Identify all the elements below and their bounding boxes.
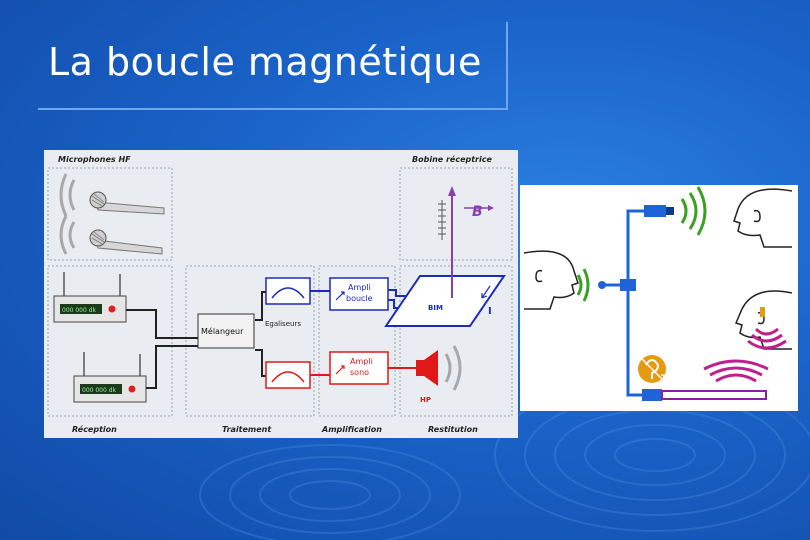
speaker-icon	[416, 350, 438, 386]
t-badge-label: T	[661, 374, 668, 384]
ampli-sono-block	[329, 351, 389, 385]
frame-restitution	[399, 265, 513, 417]
telecoil-t-badge-icon: T	[638, 355, 668, 384]
label-amplification: Amplification	[321, 425, 382, 434]
hf-receiver-top: 000 000 dk	[53, 272, 127, 323]
slide-title: La boucle magnétique	[48, 40, 482, 84]
connector-bottom	[642, 389, 662, 401]
receiver-display-bottom: 000 000 dk	[82, 387, 117, 394]
ampli-boucle-block	[329, 277, 389, 311]
label-bobine: Bobine réceptrice	[412, 154, 492, 164]
current-arrow-icon	[481, 285, 491, 299]
magenta-waves-icon	[747, 327, 787, 350]
microphone-icon	[89, 191, 165, 215]
label-traitement: Traitement	[222, 425, 272, 434]
egaliseurs-label: Egaliseurs	[265, 320, 301, 328]
connector-top	[644, 205, 666, 217]
connector-middle	[620, 279, 636, 291]
title-frame	[38, 22, 508, 110]
bobine-coil-icon	[438, 200, 446, 240]
melangeur-block	[197, 313, 255, 349]
label-microphones: Microphones HF	[58, 155, 131, 164]
ampli-boucle-label-2: boucle	[346, 294, 373, 303]
induction-loop	[384, 275, 506, 327]
frame-microphones	[47, 167, 173, 261]
mic-sound-waves-icon	[59, 173, 76, 255]
current-label: I	[488, 306, 492, 317]
green-waves-icon	[680, 186, 707, 236]
loop-bar	[661, 390, 767, 400]
ampli-sono-label-1: Ampli	[350, 357, 373, 366]
hf-receiver-bottom: 000 000 dk	[73, 352, 147, 403]
system-diagram: Microphones HF Bobine réceptrice Récepti…	[44, 150, 518, 438]
frame-amplification	[318, 265, 396, 417]
ampli-sono-label-2: sono	[350, 368, 369, 377]
microphone-icon	[89, 229, 163, 255]
frame-traitement	[185, 265, 315, 417]
listener-head-top	[733, 188, 793, 248]
receiver-display-top: 000 000 dk	[62, 307, 97, 314]
egaliseur-loop	[265, 277, 311, 305]
speaker-sound-waves-icon	[444, 345, 462, 391]
usage-illustration: T	[520, 185, 798, 411]
frame-reception	[47, 265, 173, 417]
ampli-boucle-label-1: Ampli	[348, 283, 371, 292]
signal-lines	[126, 291, 266, 389]
speech-waves-icon	[576, 268, 590, 302]
egaliseur-sono	[265, 361, 311, 389]
loop-field-waves-icon	[703, 359, 769, 383]
listener-head-hearing-aid	[734, 290, 793, 350]
hp-label: HP	[420, 396, 431, 404]
bim-label: BIM	[428, 304, 443, 312]
label-restitution: Restitution	[428, 425, 478, 434]
label-reception: Réception	[72, 424, 117, 434]
melangeur-label: Mélangeur	[201, 326, 244, 336]
b-field-label: B	[472, 204, 483, 220]
speaker-head	[523, 250, 579, 310]
frame-bobine	[399, 167, 513, 261]
